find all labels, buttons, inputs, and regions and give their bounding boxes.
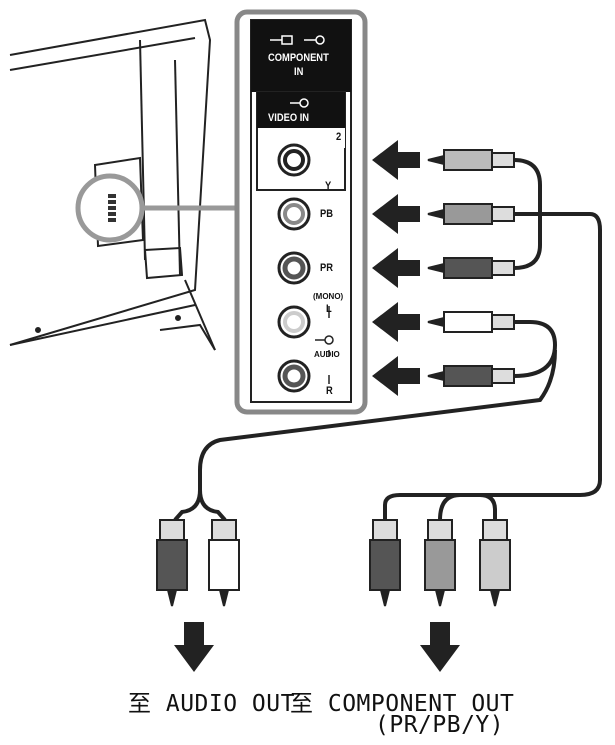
caption-component-sub: (PR/PB/Y)	[375, 712, 505, 738]
plug-audio-r	[427, 365, 515, 387]
plug-pr	[427, 257, 515, 279]
jack-label-pb: PB	[320, 208, 333, 220]
mono-label: (MONO)	[313, 292, 344, 301]
jack-label-y: Y	[325, 180, 332, 192]
plug-pb	[427, 203, 515, 225]
plug-y	[427, 149, 515, 171]
plug-pb-bottom	[424, 519, 456, 607]
video-in-number: 2	[336, 131, 342, 143]
audio-in-icon	[315, 306, 334, 384]
component-in-icon	[270, 35, 325, 45]
component-in-label2: IN	[294, 66, 304, 78]
component-in-label: COMPONENT	[268, 52, 329, 64]
jack-audio-l	[277, 305, 311, 339]
caption-component-out: 至 COMPONENT OUT	[290, 691, 515, 717]
video-in-label: VIDEO IN	[268, 112, 310, 124]
plug-y-bottom	[479, 519, 511, 607]
jack-pb	[277, 197, 311, 231]
plug-pr-bottom	[369, 519, 401, 607]
plug-audio-r-bottom	[156, 519, 188, 607]
jack-pr	[277, 251, 311, 285]
caption-audio-out: 至 AUDIO OUT	[128, 691, 295, 717]
arrow-down-icon	[174, 622, 460, 672]
audio-r-label: R	[326, 385, 333, 397]
bottom-plugs	[156, 519, 511, 607]
plug-audio-l-bottom	[208, 519, 240, 607]
audio-l-label: L	[326, 303, 332, 315]
jack-audio-r	[277, 359, 311, 393]
right-plugs	[427, 149, 515, 387]
jacks	[277, 143, 334, 393]
input-panel	[234, 9, 368, 415]
audio-label: AUDIO	[314, 350, 340, 359]
arrow-left-icon	[372, 140, 420, 396]
jack-y	[277, 143, 311, 177]
plug-audio-l	[427, 311, 515, 333]
jack-label-pr: PR	[320, 262, 333, 274]
video-in-icon	[290, 98, 309, 108]
zoom-callout	[75, 173, 240, 243]
tv-rear-illustration	[9, 18, 216, 351]
